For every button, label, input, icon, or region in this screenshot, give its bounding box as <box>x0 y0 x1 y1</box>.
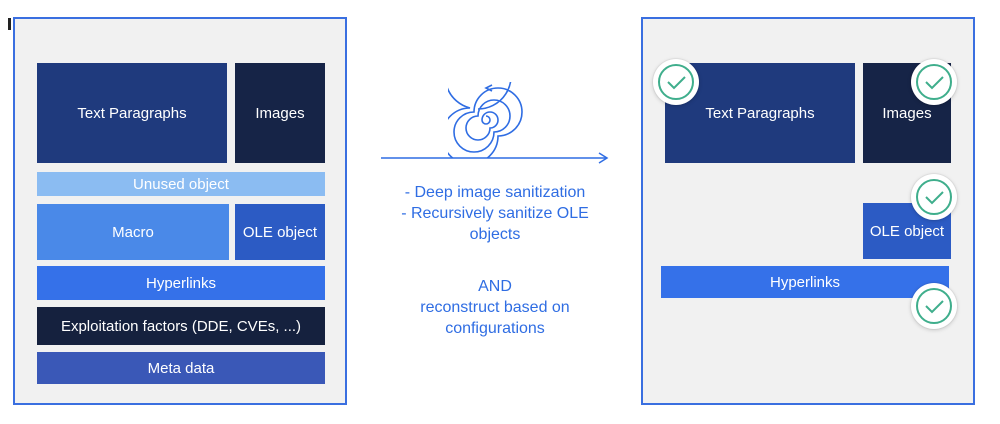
check-circle-icon <box>911 283 957 329</box>
ole-object-block: OLE object <box>235 204 325 260</box>
process-line-1: - Deep image sanitization <box>404 184 586 201</box>
process-line-2: - Recursively sanitize OLE <box>401 205 589 222</box>
macro-block: Macro <box>37 204 229 260</box>
check-circle-icon <box>911 174 957 220</box>
meta-data-block: Meta data <box>37 352 325 384</box>
sanitized-document-panel: Text Paragraphs Images OLE object Hyperl… <box>641 17 975 405</box>
text-paragraphs-block: Text Paragraphs <box>37 63 227 163</box>
hyperlinks-block: Hyperlinks <box>37 266 325 300</box>
process-description: - Deep image sanitization - Recursively … <box>380 182 610 245</box>
spiral-recycle-icon <box>448 82 523 158</box>
process-line-6: configurations <box>445 320 545 337</box>
process-line-5: reconstruct based on <box>420 299 570 316</box>
unused-object-block: Unused object <box>37 172 325 196</box>
original-document-panel: Text Paragraphs Images Unused object Mac… <box>13 17 347 405</box>
process-line-3: objects <box>469 226 521 243</box>
process-line-4: AND <box>478 278 512 295</box>
hyperlinks-block: Hyperlinks <box>661 266 949 298</box>
images-block: Images <box>235 63 325 163</box>
process-reconstruct: AND reconstruct based on configurations <box>380 276 610 339</box>
check-circle-icon <box>653 59 699 105</box>
exploitation-factors-block: Exploitation factors (DDE, CVEs, ...) <box>37 307 325 345</box>
corner-mark <box>8 18 11 30</box>
arrow-right-icon <box>381 152 609 164</box>
check-circle-icon <box>911 59 957 105</box>
